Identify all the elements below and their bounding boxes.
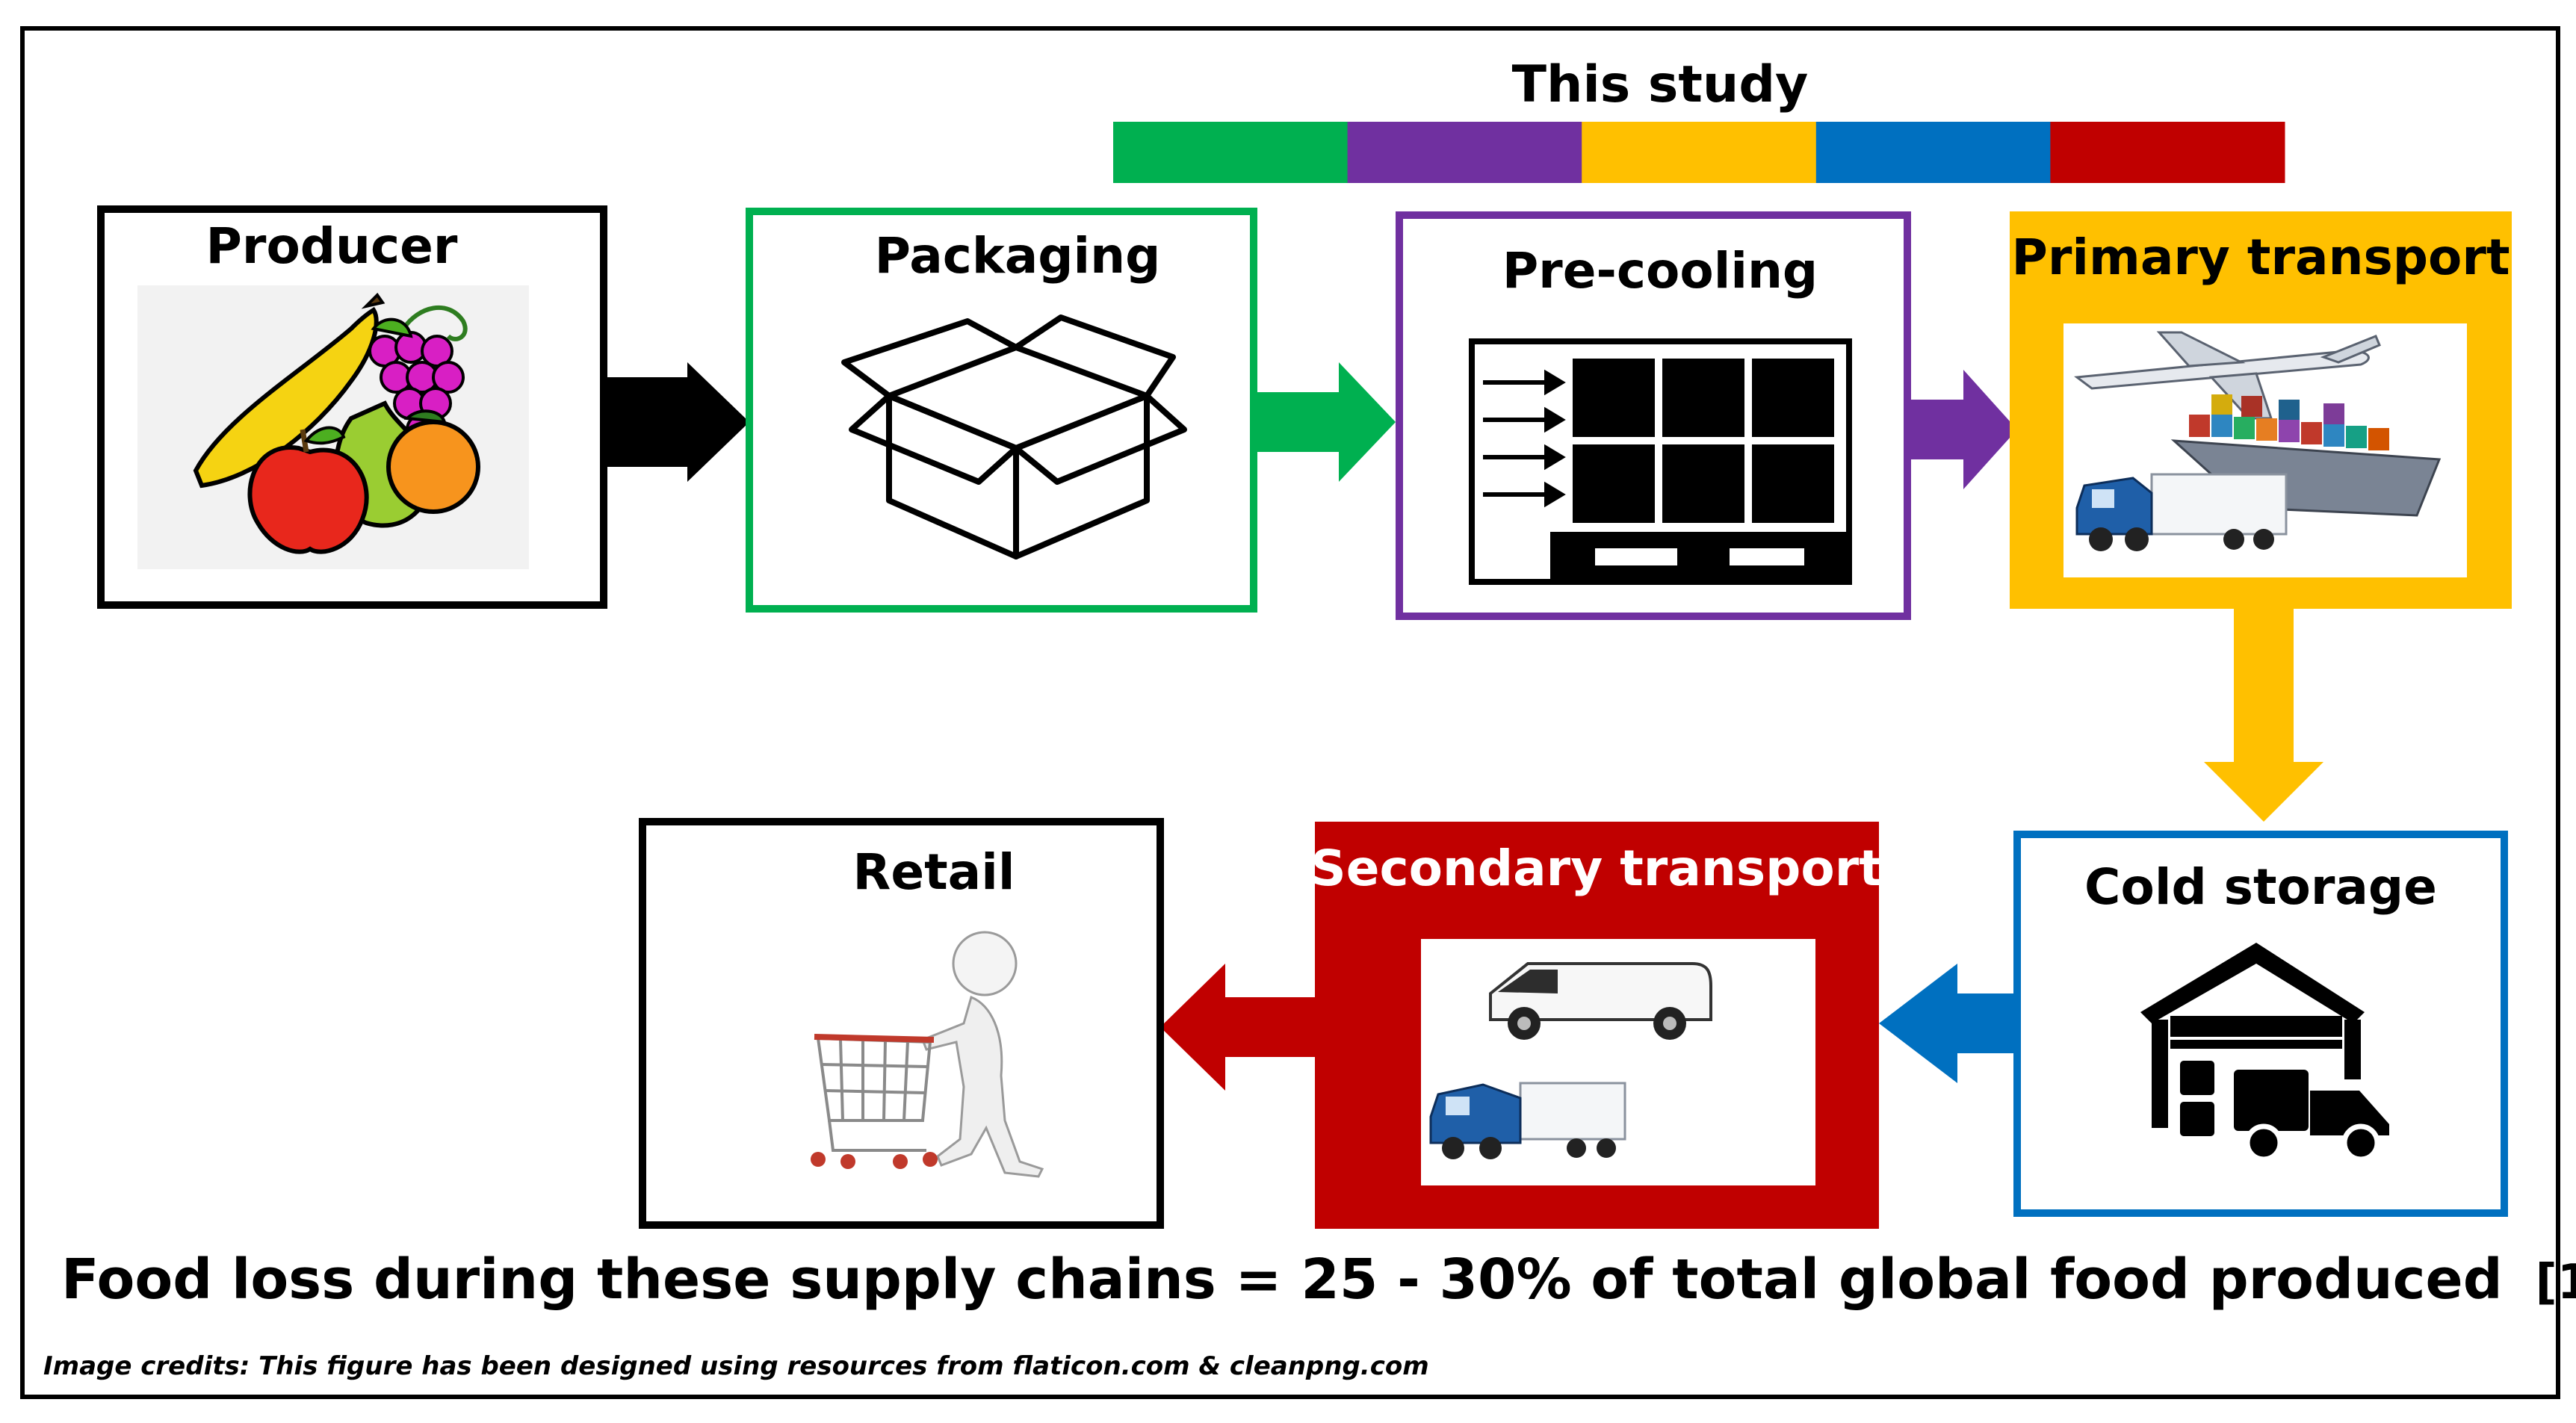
arrow-precooling-to-primary <box>1907 370 2017 489</box>
shopping-cart-person-icon <box>811 931 1044 1178</box>
retail-label: Retail <box>853 843 1015 901</box>
arrow-secondary-to-retail <box>1160 964 1315 1091</box>
producer-label: Producer <box>206 217 458 275</box>
retail-stage: Retail <box>639 818 1164 1229</box>
open-box-icon <box>841 314 1187 559</box>
reference-citation: [1-2] <box>2535 1255 2576 1310</box>
study-bar-segment <box>1347 122 1582 183</box>
secondary-transport-stage: Secondary transport <box>1310 822 1883 1229</box>
arrow-primary-to-cold-storage <box>2204 609 2323 822</box>
precooling-stage: Pre-cooling <box>1396 211 1911 620</box>
study-bar-segment <box>1113 122 1349 183</box>
arrow-producer-to-packaging <box>604 362 749 482</box>
study-bar-segment <box>1815 122 2051 183</box>
producer-stage: Producer <box>97 205 607 609</box>
pallet-cooling-icon <box>1469 338 1852 585</box>
truck-icon <box>1429 1082 1626 1159</box>
cold-storage-label: Cold storage <box>2084 858 2437 916</box>
food-loss-main-text: Food loss during these supply chains = 2… <box>61 1247 2503 1312</box>
packaging-label: Packaging <box>875 227 1161 285</box>
van-icon <box>1489 962 1712 1040</box>
precooling-label: Pre-cooling <box>1502 242 1818 300</box>
secondary-transport-label: Secondary transport <box>1310 840 1883 897</box>
study-label: This study <box>1512 55 1809 114</box>
cold-storage-stage: Cold storage <box>2013 831 2508 1217</box>
truck-icon <box>2075 473 2288 551</box>
primary-transport-label: Primary transport <box>2012 229 2510 286</box>
packaging-stage: Packaging <box>746 208 1257 613</box>
study-bar-segment <box>1582 122 1817 183</box>
fruit-basket-icon <box>137 285 529 569</box>
arrow-packaging-to-precooling <box>1254 362 1396 482</box>
primary-transport-stage: Primary transport <box>2010 211 2512 609</box>
study-bar <box>1113 122 2285 183</box>
arrow-cold-storage-to-secondary <box>1879 964 2017 1083</box>
image-credits: Image credits: This figure has been desi… <box>43 1351 1429 1381</box>
study-bar-segment <box>2050 122 2285 183</box>
food-loss-statement: Food loss during these supply chains = 2… <box>61 1247 2576 1312</box>
warehouse-truck-icon <box>2140 943 2389 1162</box>
